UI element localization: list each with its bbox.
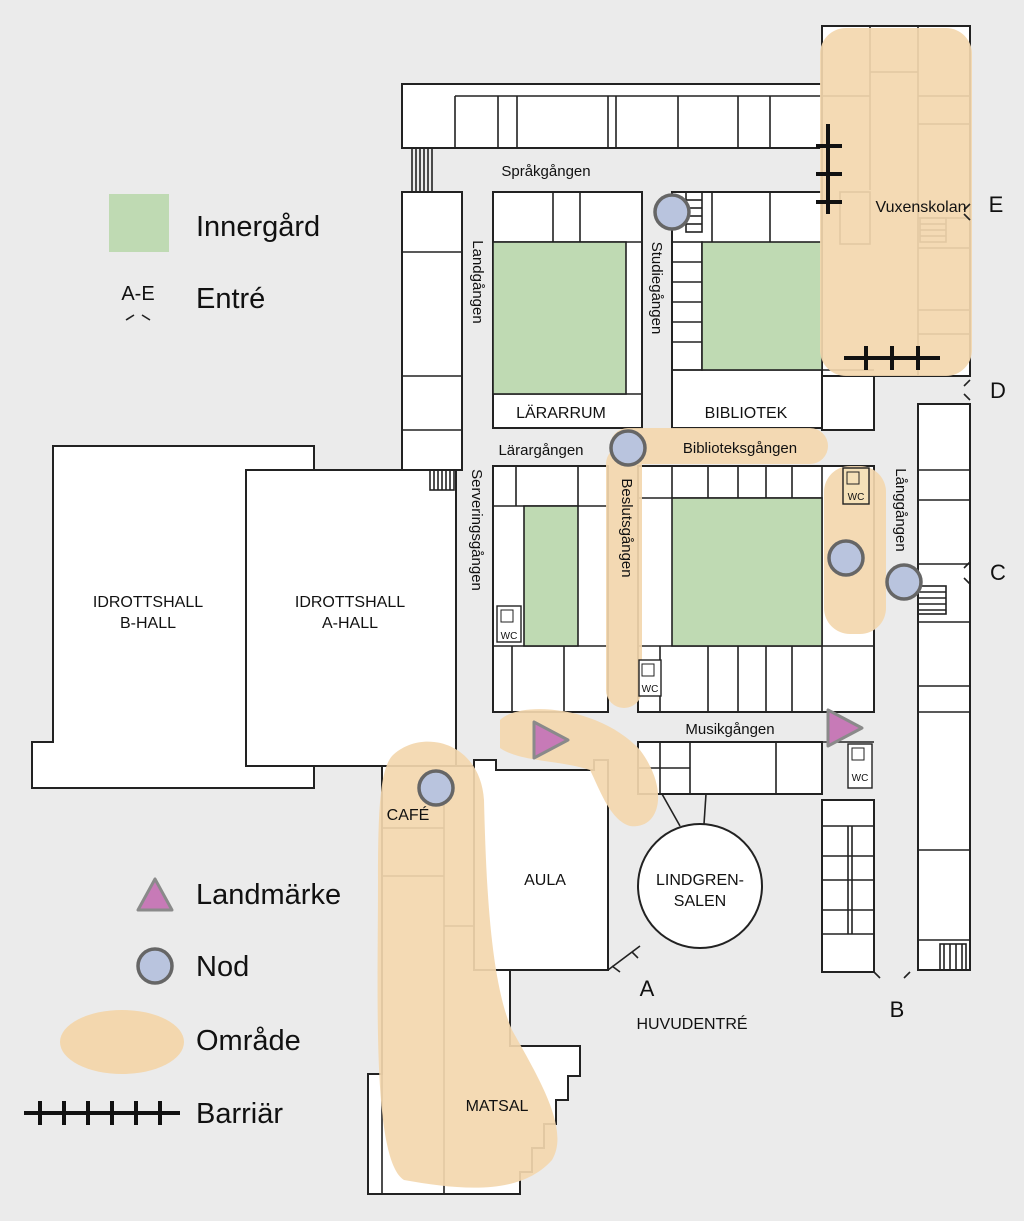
room-a-hall-label-1: IDROTTSHALL bbox=[295, 594, 405, 611]
legend-barrier-icon bbox=[24, 1101, 180, 1125]
room-labels: IDROTTSHALL B-HALL IDROTTSHALL A-HALL LÄ… bbox=[93, 199, 967, 1115]
legend: Innergård A-E Entré Landmärke Nod Område… bbox=[24, 194, 341, 1130]
room-lindgren-label-2: SALEN bbox=[674, 893, 726, 910]
wc-icon: WC bbox=[847, 743, 873, 789]
landmarks bbox=[532, 708, 864, 760]
node-marker[interactable] bbox=[417, 769, 455, 807]
courtyard-bibliotek bbox=[701, 241, 823, 371]
room-bibliotek-label: BIBLIOTEK bbox=[705, 405, 788, 422]
wc-icon: WC bbox=[842, 467, 870, 505]
legend-omrade-label: Område bbox=[196, 1025, 301, 1057]
entrance-e-label: E bbox=[989, 192, 1004, 217]
legend-entre-mark-icon bbox=[125, 314, 151, 321]
wc-label: WC bbox=[852, 773, 869, 784]
legend-landmarke-label: Landmärke bbox=[196, 879, 341, 911]
legend-entre-label: Entré bbox=[196, 283, 265, 315]
corridor-langgangen-label: Långgången bbox=[892, 468, 909, 551]
entrance-a-label: A bbox=[640, 976, 655, 1001]
room-aula-label: AULA bbox=[524, 872, 566, 889]
legend-barriar-label: Barriär bbox=[196, 1098, 283, 1130]
corridor-sprakgangen-label: Språkgången bbox=[501, 163, 590, 180]
corridor-serveringsgangen-label: Serveringsgången bbox=[468, 469, 485, 591]
node-marker[interactable] bbox=[827, 539, 865, 577]
wc-icon: WC bbox=[638, 659, 662, 697]
area-vuxenskolan bbox=[820, 28, 972, 376]
corridor-landgangen-label: Landgången bbox=[469, 240, 486, 323]
entrance-c-label: C bbox=[990, 560, 1006, 585]
legend-area-swatch bbox=[60, 1010, 184, 1074]
node-marker[interactable] bbox=[653, 193, 691, 231]
legend-landmark-icon bbox=[136, 877, 174, 912]
corridor-labels: Språkgången Landgången Studiegången Lära… bbox=[468, 163, 909, 738]
corridor-musikgangen-label: Musikgången bbox=[685, 721, 774, 738]
legend-nod-label: Nod bbox=[196, 951, 249, 983]
legend-innergard-swatch bbox=[109, 194, 169, 252]
room-lindgren-label-1: LINDGREN- bbox=[656, 872, 744, 889]
entrance-marks bbox=[611, 203, 971, 979]
courtyards bbox=[492, 241, 823, 647]
room-cafe-label: CAFÉ bbox=[387, 805, 430, 824]
area-biblioteksgangen bbox=[610, 428, 828, 464]
courtyard-lararrum bbox=[492, 241, 627, 395]
huvudentre-label: HUVUDENTRÉ bbox=[636, 1014, 747, 1033]
corridor-biblioteksgangen-label: Biblioteksgången bbox=[683, 440, 797, 457]
corridor-studiegangen-label: Studiegången bbox=[648, 242, 665, 335]
nodes bbox=[417, 193, 923, 807]
room-matsal-label: MATSAL bbox=[466, 1098, 529, 1115]
courtyard-left-small bbox=[523, 505, 579, 647]
wc-icon: WC bbox=[496, 605, 522, 643]
corridor-lararg-label: Lärargången bbox=[498, 442, 583, 459]
node-marker[interactable] bbox=[609, 429, 647, 467]
entrance-b-label: B bbox=[890, 997, 905, 1022]
room-a-hall-label-2: A-HALL bbox=[322, 615, 378, 632]
landmark-marker[interactable] bbox=[826, 708, 864, 748]
wc-label: WC bbox=[642, 684, 659, 695]
entrance-labels: A B C D E bbox=[640, 192, 1006, 1022]
area-matsal-cafe bbox=[377, 741, 558, 1188]
legend-node-icon bbox=[136, 947, 174, 985]
room-vuxenskolan-label: Vuxenskolan bbox=[875, 199, 966, 216]
room-lararrum-label: LÄRARRUM bbox=[516, 404, 606, 422]
room-b-hall-label-1: IDROTTSHALL bbox=[93, 594, 203, 611]
legend-innergard-label: Innergård bbox=[196, 211, 320, 243]
wc-label: WC bbox=[848, 492, 865, 503]
landmark-marker[interactable] bbox=[532, 720, 570, 760]
legend-entre-symbol: A-E bbox=[121, 283, 154, 305]
node-marker[interactable] bbox=[885, 563, 923, 601]
room-b-hall-label-2: B-HALL bbox=[120, 615, 176, 632]
barriers bbox=[816, 124, 940, 370]
wc-label: WC bbox=[501, 631, 518, 642]
corridor-beslutsgangen-label: Beslutsgången bbox=[618, 478, 635, 577]
entrance-d-label: D bbox=[990, 378, 1006, 403]
area-beslutsgangen bbox=[606, 446, 642, 708]
wc-group: WC WC WC WC bbox=[496, 467, 873, 789]
courtyard-right-large bbox=[671, 497, 823, 647]
